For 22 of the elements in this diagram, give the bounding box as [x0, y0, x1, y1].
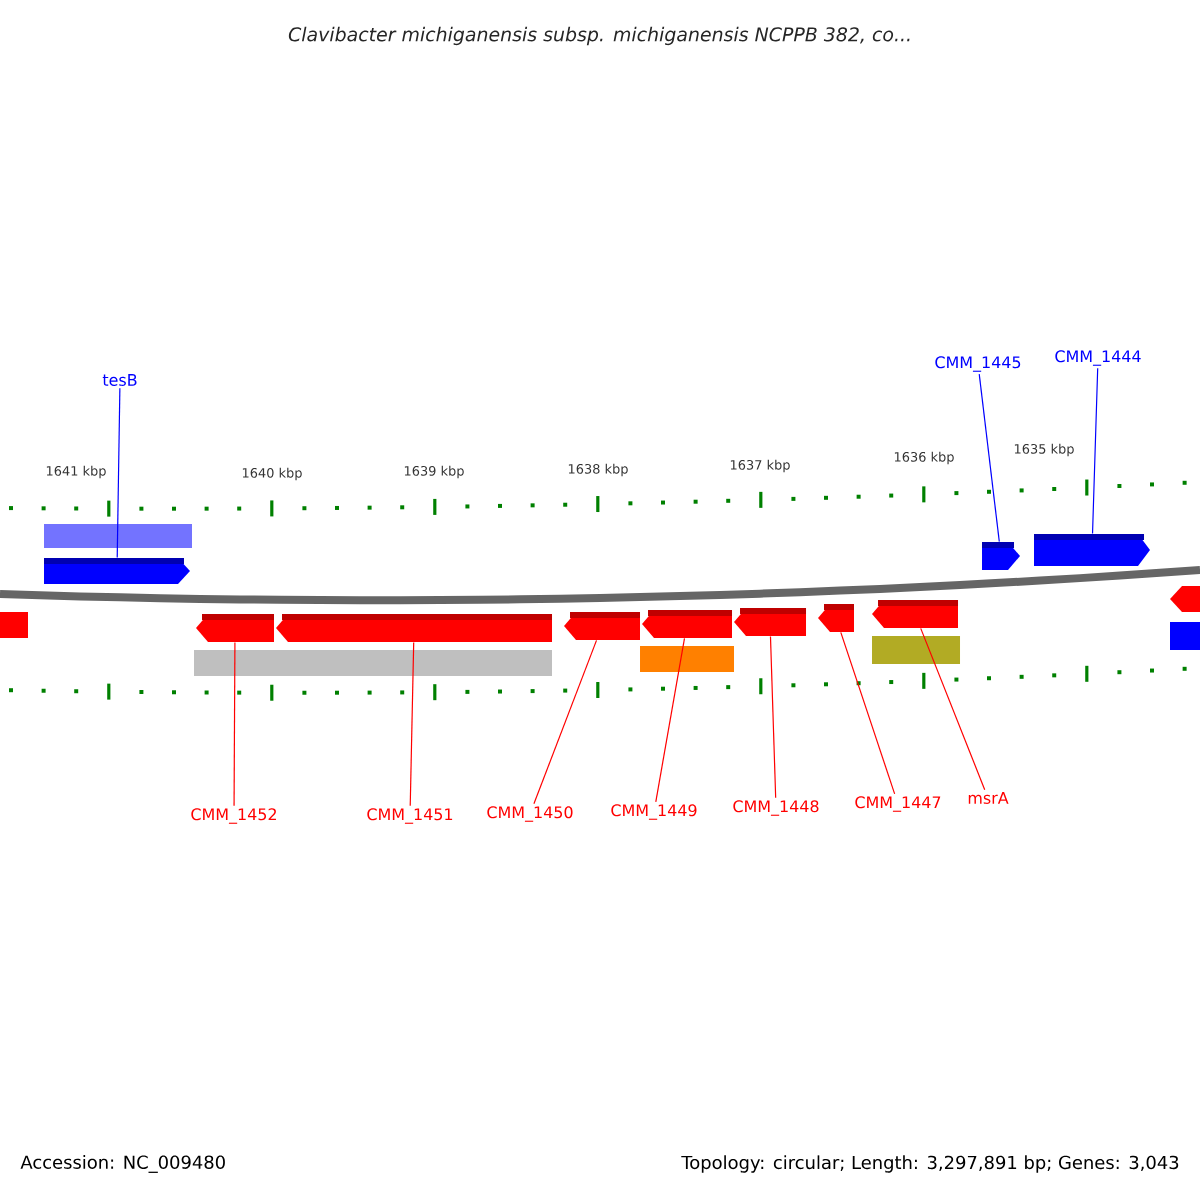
leader-line: [533, 639, 598, 805]
gene-feature: [196, 614, 274, 642]
leader-line: [409, 641, 415, 807]
gene-feature: [818, 604, 854, 632]
title: Clavibacter michiganensis subsp. michiganensis NCPPB 382, co...: [288, 26, 910, 46]
gene-feature: [982, 542, 1020, 570]
leader-line: [769, 635, 777, 799]
leader-line: [840, 631, 896, 795]
gene-feature: [1034, 534, 1150, 566]
genome-info-text: Topology: circular; Length: 3,297,891 bp; Genes: 3,043: [681, 1155, 1179, 1173]
accession-text: Accession: NC_009480: [20, 1155, 225, 1173]
leader-line: [655, 637, 686, 803]
gene-feature: [734, 608, 806, 636]
gene-feature: [872, 600, 958, 628]
leader-line: [920, 627, 986, 791]
leader-line: [978, 373, 1000, 543]
leader-line: [233, 641, 236, 807]
gene-feature: [44, 558, 190, 584]
gene-feature: [564, 612, 640, 640]
leader-line: [1091, 367, 1099, 535]
gene-feature: [642, 610, 732, 638]
leader-line: [116, 387, 121, 559]
